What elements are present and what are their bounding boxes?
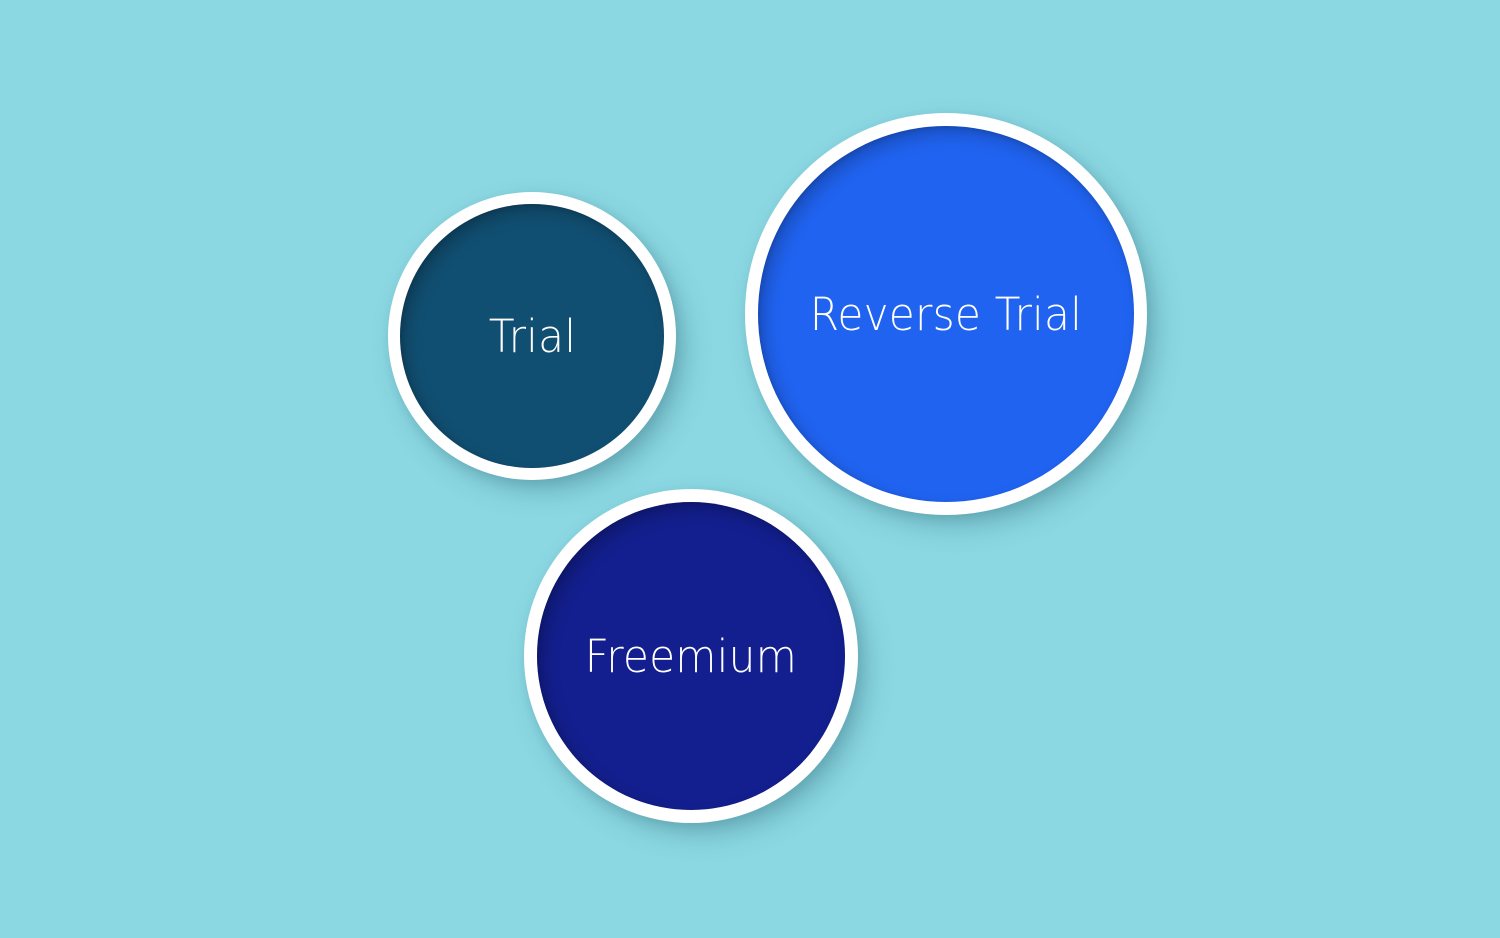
circle-label-reverse-trial: Reverse Trial xyxy=(809,287,1083,341)
circle-fill-freemium: Freemium xyxy=(537,502,845,810)
circle-label-freemium: Freemium xyxy=(584,629,798,683)
circle-label-trial: Trial xyxy=(488,309,576,363)
circle-node-trial[interactable]: Trial xyxy=(388,192,676,480)
circle-node-freemium[interactable]: Freemium xyxy=(524,489,858,823)
circle-fill-reverse-trial: Reverse Trial xyxy=(758,126,1134,502)
circle-fill-trial: Trial xyxy=(400,204,664,468)
circle-node-reverse-trial[interactable]: Reverse Trial xyxy=(745,113,1147,515)
